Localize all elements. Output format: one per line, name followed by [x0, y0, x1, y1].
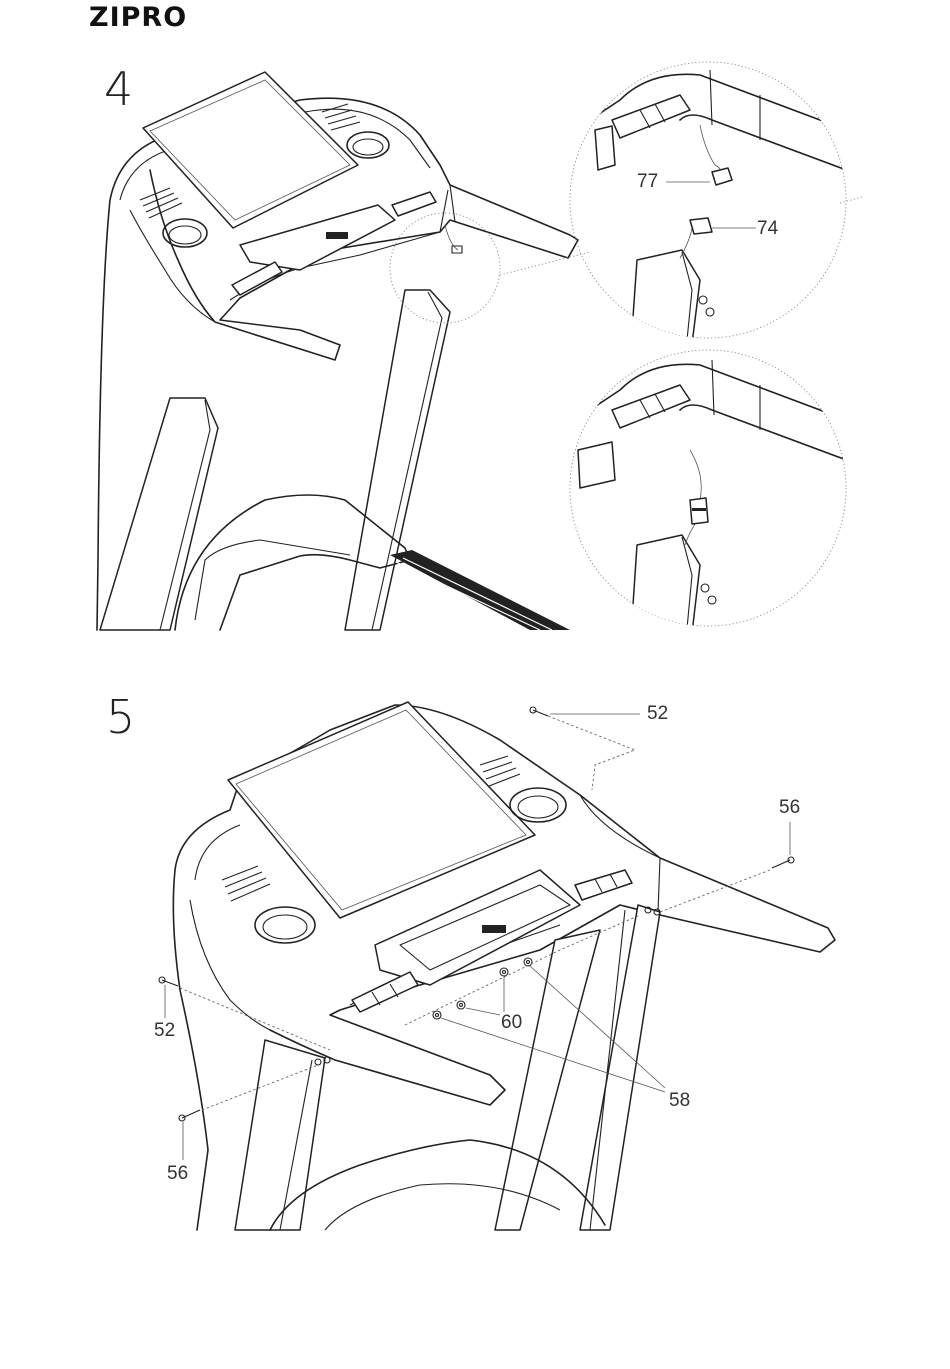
speaker-grill-left-step5: [222, 866, 270, 901]
speaker-grill-right-step5: [480, 756, 520, 786]
nut-60-a: [500, 968, 508, 976]
bolt-56-right: [772, 857, 794, 868]
grip-right-step5: [575, 870, 632, 900]
upright-left-step5: [235, 1040, 325, 1230]
bolt-56-left: [179, 1110, 200, 1121]
washer-58-a: [524, 958, 532, 966]
bolt-52-top: [530, 707, 548, 716]
grip-left-step5: [352, 972, 418, 1012]
bolt-52-left: [159, 977, 178, 986]
nut-60-b: [457, 1001, 465, 1009]
motor-hood-step5: [270, 1140, 605, 1230]
washer-58-b: [433, 1011, 441, 1019]
cup-holder-left-step5: [255, 907, 315, 943]
